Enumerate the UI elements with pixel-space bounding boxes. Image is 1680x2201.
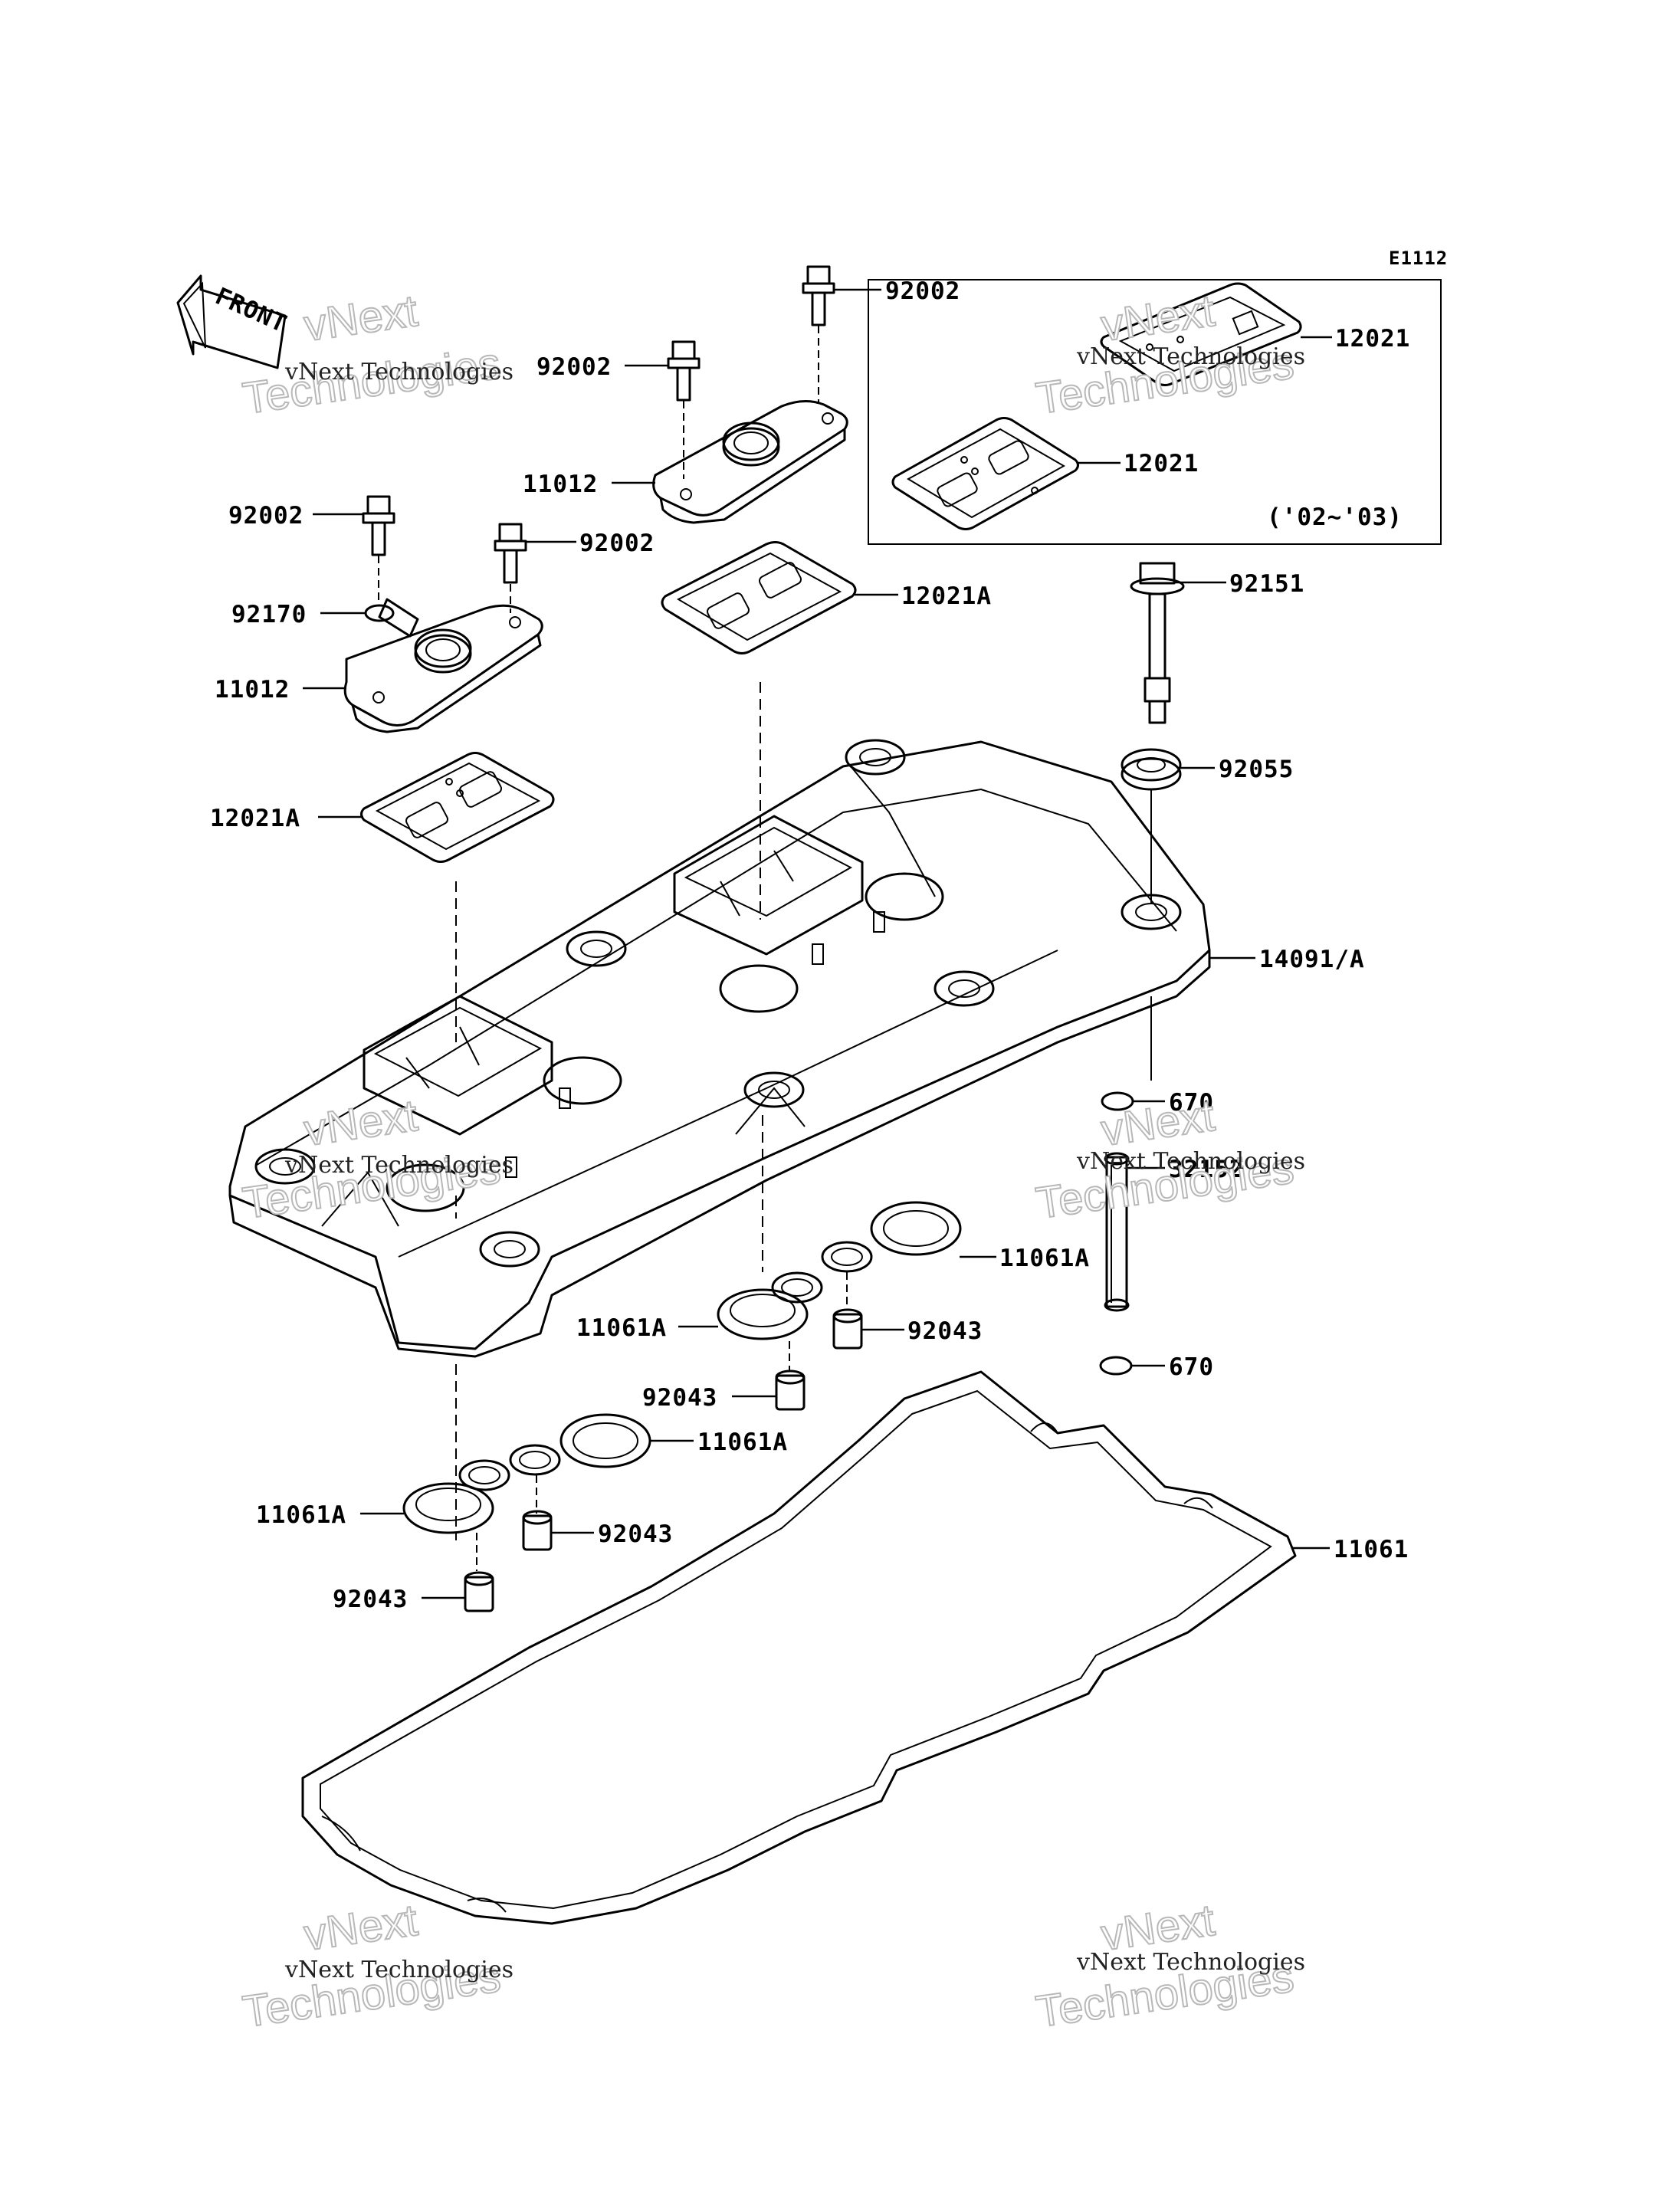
front-arrow-icon: FRONT [176,274,291,369]
label-grommet: 92055 [1219,756,1294,783]
collar-bottom-left [464,1571,494,1612]
label-washer: 92170 [231,601,307,628]
watermark-bottom-left: vNext Technologies vNext Technologies [239,1894,514,2038]
svg-text:vNext: vNext [1098,1091,1218,1156]
bolt-left [362,495,395,605]
bolt-mid [667,340,701,479]
bolt-left2 [494,523,527,613]
gasket-right [661,541,857,654]
label-collar-bottom-left: 92043 [333,1586,408,1613]
label-bolt-long: 92151 [1229,570,1304,598]
diagram-code: E1112 [1389,248,1448,269]
watermark-mid-left: vNext Technologies vNext Technologies [239,1090,514,1229]
svg-text:vNext: vNext [301,1091,421,1156]
svg-text:vNext Technologies: vNext Technologies [1076,1949,1305,1976]
cap-left [343,604,543,733]
label-cap-left: 11012 [215,676,290,704]
kit-gasket-top [1100,282,1302,386]
bolt-long [1130,562,1185,724]
label-cover: 14091/A [1259,946,1365,973]
label-gasket-kit-bottom: 12021 [1124,450,1199,477]
label-oring-bottom: 670 [1169,1353,1214,1381]
seal-center [717,1271,823,1340]
label-seal-left-top: 11061A [697,1429,788,1456]
label-seal-left: 11061A [256,1501,346,1529]
watermark-mid-right: vNext Technologies vNext Technologies [1032,1090,1305,1229]
front-label: FRONT [211,283,290,339]
svg-text:vNext Technologies: vNext Technologies [284,1957,514,1983]
collar-center [775,1369,806,1411]
label-bolt-left: 92002 [228,502,304,530]
cap-right [652,400,848,524]
svg-text:vNext Technologies: vNext Technologies [284,359,514,385]
label-cap-right: 11012 [523,471,598,498]
label-seal-right-top: 11061A [999,1245,1090,1272]
label-oring-top: 670 [1169,1089,1214,1117]
label-gasket-right: 12021A [901,582,992,610]
label-head-gasket: 11061 [1334,1536,1409,1563]
label-gasket-kit-top: 12021 [1335,325,1410,353]
bolt-top [802,265,835,402]
label-collar-center: 92043 [642,1384,717,1412]
kit-gasket-bottom [891,417,1079,530]
cylinder-head-cover [228,739,1211,1358]
label-gasket-left: 12021A [210,805,300,832]
seal-left-top [509,1413,651,1476]
washer [364,598,419,638]
svg-text:vNext: vNext [1098,286,1218,351]
seal-left [402,1459,510,1534]
gasket-left [360,752,555,863]
version-note: ('02~'03) [1267,504,1403,531]
label-pipe: 32152 [1169,1156,1244,1183]
head-cover-gasket [301,1370,1297,1925]
label-collar-right: 92043 [907,1317,983,1345]
gasket-kit-box: ('02~'03) [868,279,1442,545]
svg-text:vNext Technologies: vNext Technologies [1076,343,1305,370]
label-bolt-mid: 92002 [536,353,612,381]
grommet [1121,748,1182,791]
watermark-top-left: vNext Technologies vNext Technologies [239,285,514,425]
oring-bottom [1099,1356,1133,1376]
svg-text:vNext Technologies: vNext Technologies [284,1152,514,1179]
watermark-top-right: vNext Technologies vNext Technologies [1032,285,1305,425]
svg-text:vNext: vNext [301,1895,421,1960]
seal-right-top [821,1201,962,1273]
collar-left [522,1510,553,1551]
svg-text:vNext Technologies: vNext Technologies [1076,1148,1305,1175]
svg-text:vNext: vNext [301,286,421,351]
pipe [1104,1152,1130,1312]
label-seal-center: 11061A [576,1314,667,1342]
collar-right [832,1308,863,1350]
label-bolt-top: 92002 [885,277,960,305]
label-bolt-left2: 92002 [579,530,655,557]
label-collar-left: 92043 [598,1520,673,1548]
watermark-bottom-right: vNext Technologies vNext Technologies [1032,1894,1305,2038]
